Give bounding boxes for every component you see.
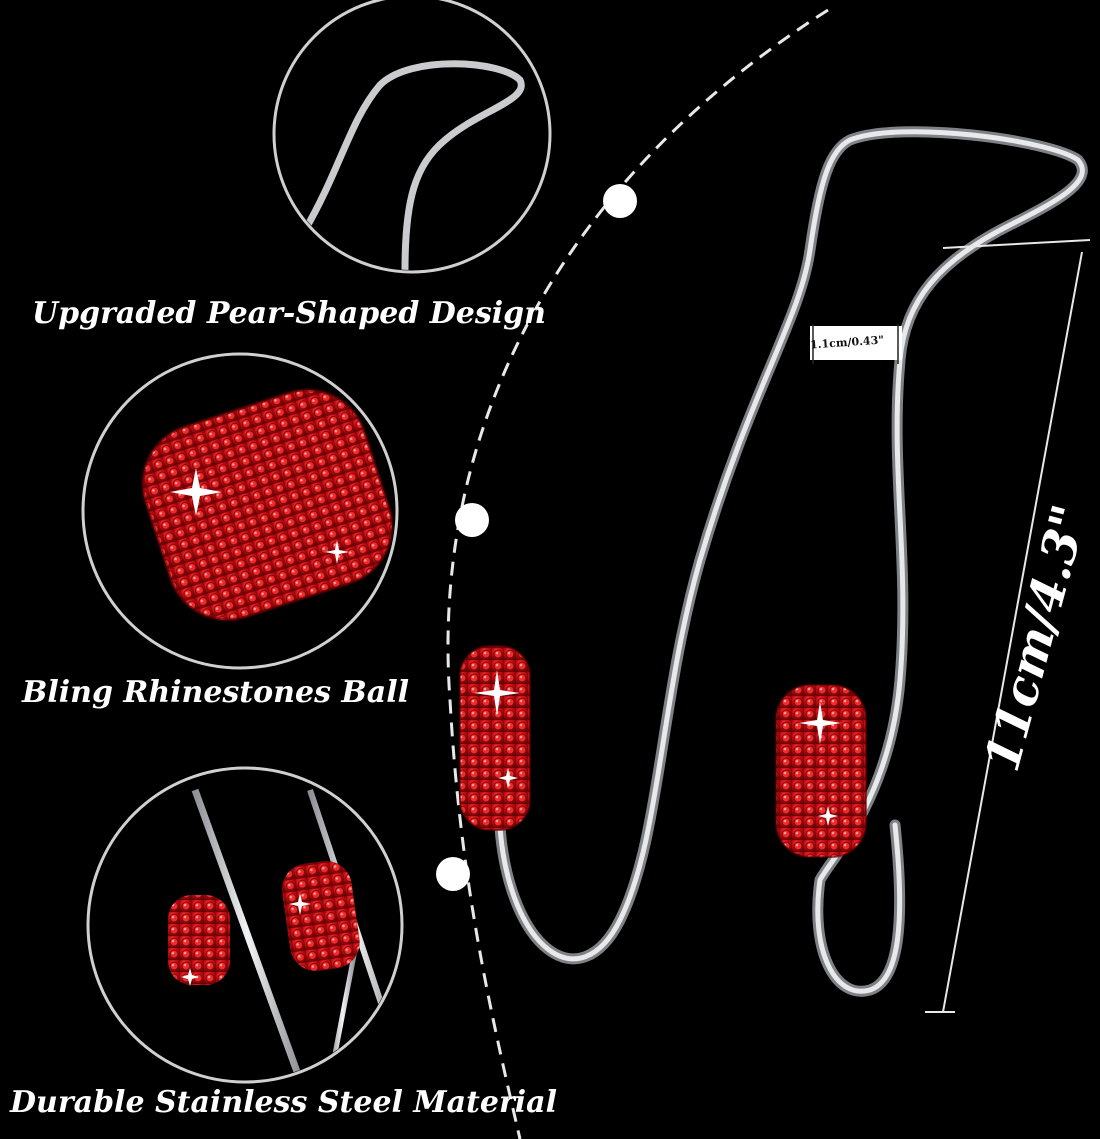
feature-caption-steel: Durable Stainless Steel Material [10, 1085, 558, 1120]
rhinestone-closeup-icon [81, 352, 399, 670]
dashed-divider-arc [446, 8, 829, 1139]
rhinestone-cap-right [775, 684, 867, 858]
rhinestone-cap-left [459, 645, 531, 831]
pear-hook-closeup-icon [272, 0, 552, 274]
arc-dot-top [603, 184, 637, 218]
arc-dot-bottom [436, 857, 470, 891]
height-dimension-marker [925, 239, 1091, 1013]
feature-caption-pear-design: Upgraded Pear-Shaped Design [32, 296, 546, 331]
car-seat-hook-product [459, 126, 1088, 997]
feature-caption-rhinestones: Bling Rhinestones Ball [22, 675, 409, 710]
arc-dot-middle [455, 503, 489, 537]
steel-closeup-icon [86, 766, 404, 1084]
width-dimension-marker [810, 324, 902, 364]
